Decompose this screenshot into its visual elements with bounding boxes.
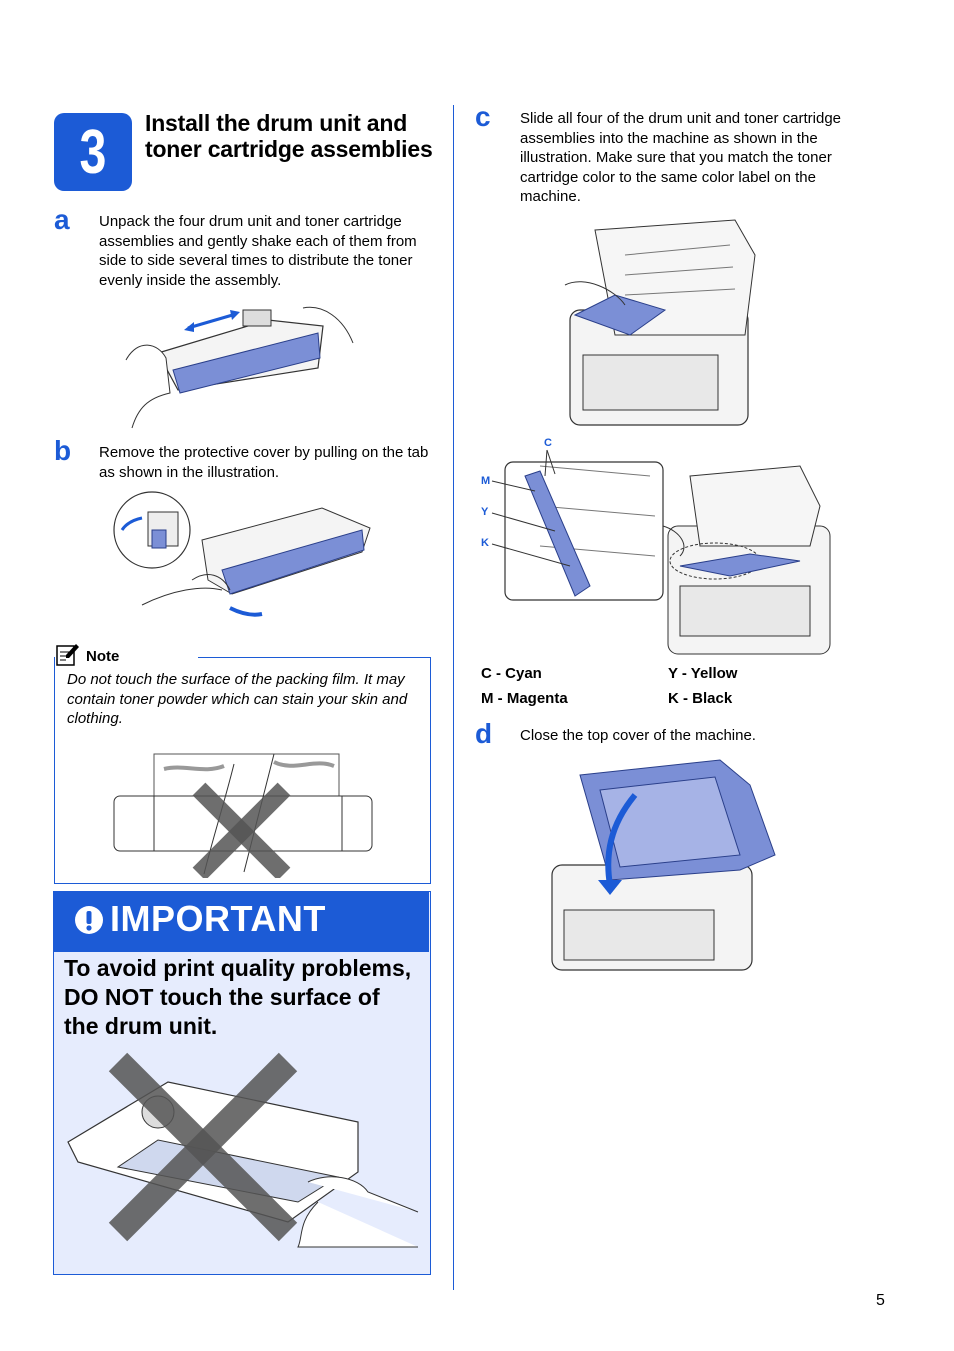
important-box [53, 891, 431, 1275]
note-label: Note [86, 648, 120, 665]
important-text: To avoid print quality problems, DO NOT … [64, 955, 412, 1039]
column-divider [453, 105, 454, 1290]
drum-do-not-touch-illustration [58, 1052, 424, 1262]
step-title: Install the drum unit and toner cartridg… [145, 110, 433, 162]
note-box [54, 657, 431, 884]
step-b-text: Remove the protective cover by pulling o… [99, 444, 429, 481]
note-pencil-icon [56, 643, 80, 667]
color-labels-detail-illustration [480, 436, 848, 658]
remove-cover-illustration [112, 490, 378, 632]
callout-m: M [481, 475, 491, 487]
legend-magenta: M - Magenta [481, 690, 568, 707]
step-c-letter: c [475, 101, 491, 132]
important-title: IMPORTANT [110, 898, 326, 939]
note-text: Do not touch the surface of the packing … [67, 671, 408, 727]
note-top-line [198, 657, 430, 658]
step-b-letter: b [54, 435, 72, 466]
callout-y: Y [481, 506, 489, 518]
step-a-letter: a [54, 204, 70, 235]
important-header-bar [54, 892, 429, 952]
legend-black: K - Black [668, 690, 733, 707]
step-d-letter: d [475, 718, 493, 749]
step-number: 3 [79, 118, 107, 187]
legend-yellow: Y - Yellow [668, 665, 738, 682]
step-number-box [54, 113, 132, 191]
legend-cyan: C - Cyan [481, 665, 542, 682]
insert-cartridges-illustration [555, 215, 767, 429]
page-number: 5 [876, 1292, 885, 1309]
step-a-text: Unpack the four drum unit and toner cart… [99, 213, 417, 289]
callout-c: C [544, 437, 552, 449]
step-c-text: Slide all four of the drum unit and tone… [520, 110, 842, 205]
packing-film-do-not-touch-illustration [104, 744, 380, 878]
callout-k: K [481, 537, 489, 549]
close-top-cover-illustration [550, 755, 776, 973]
step-d-text: Close the top cover of the machine. [520, 727, 756, 744]
exclamation-icon [74, 905, 104, 935]
shake-cartridge-illustration [118, 298, 358, 430]
